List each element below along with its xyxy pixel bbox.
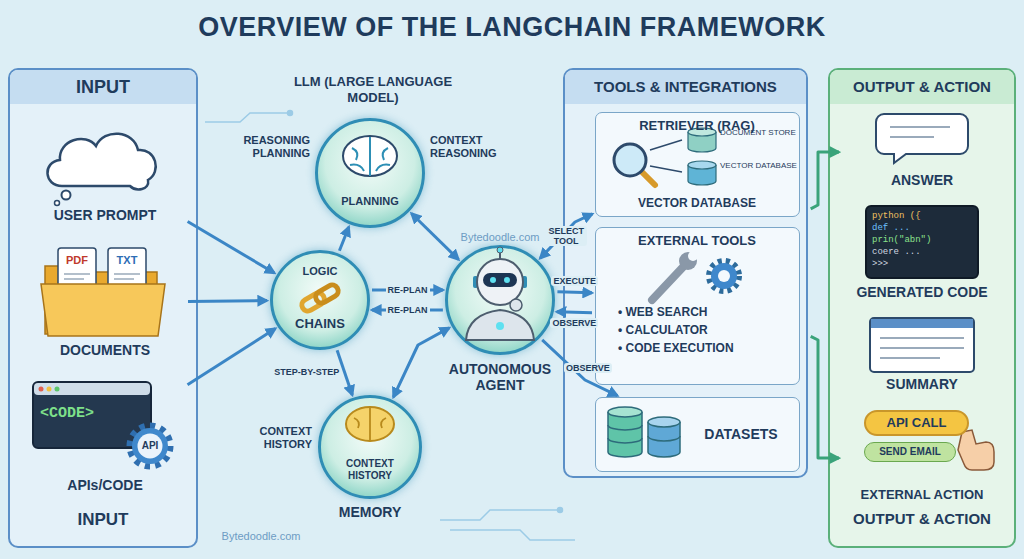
- code-line: >>>: [872, 259, 974, 269]
- file-type: PDF: [58, 254, 96, 267]
- node-label: PLANNING: [318, 195, 422, 208]
- icon-caption: DOCUMENT STORE: [720, 128, 798, 137]
- node-label: DOCUMENTS: [25, 342, 185, 358]
- edge-label: STEP-BY-STEP: [272, 367, 341, 377]
- gear-label: API: [135, 440, 165, 452]
- connector-arrow: [188, 222, 275, 274]
- code-line: def ...: [872, 223, 974, 233]
- node-label: CONTEXT HISTORY: [330, 458, 410, 481]
- edge-label: OBSERVE: [550, 318, 598, 328]
- code-line: prin("abn"): [872, 235, 974, 245]
- code-editor-icon: [866, 206, 978, 278]
- watermark: Bytedoodle.com: [206, 530, 316, 543]
- edge-label: RE-PLAN: [386, 285, 430, 295]
- code-tag: <CODE>: [40, 405, 140, 422]
- side-note: REASONING PLANNING: [238, 134, 310, 159]
- icon-caption: VECTOR DATABASE: [720, 161, 798, 170]
- action-button: API CALL: [864, 410, 969, 436]
- bullet-item: • CODE EXECUTION: [618, 342, 793, 356]
- panel-footer: OUTPUT & ACTION: [830, 510, 1014, 527]
- tool-box: EXTERNAL TOOLS • WEB SEARCH • CALCULATOR • …: [595, 227, 800, 385]
- memory-brain-icon: [346, 407, 394, 441]
- node-label: GENERATED CODE: [842, 284, 1002, 300]
- panel-footer: INPUT: [10, 510, 196, 530]
- bullet-item: • WEB SEARCH: [618, 306, 793, 320]
- connector-arrow: [393, 328, 449, 397]
- edge-label: OBSERVE: [564, 363, 612, 373]
- node-label: LOGIC: [273, 265, 367, 278]
- connector-arrow: [339, 227, 348, 251]
- node-heading: LLM (LARGE LANGUAGE MODEL): [288, 74, 458, 105]
- code-line: coere ...: [872, 247, 974, 257]
- side-note: CONTEXT HISTORY: [250, 425, 312, 450]
- node-label: MEMORY: [298, 504, 442, 520]
- action-button: SEND EMAIL: [864, 442, 956, 462]
- edge-label: EXECUTE: [551, 276, 598, 286]
- panel-header: INPUT: [10, 70, 196, 104]
- connector-arrow: [557, 312, 592, 313]
- node-label: APIs/CODE: [25, 477, 185, 493]
- node-label: EXTERNAL ACTION: [842, 488, 1002, 503]
- title: OVERVIEW OF THE LANGCHAIN FRAMEWORK: [0, 12, 1024, 43]
- document-window-icon: [870, 318, 974, 372]
- connector-arrow: [188, 299, 267, 303]
- side-note: CONTEXT REASONING: [430, 134, 510, 159]
- brain-icon: [343, 136, 397, 176]
- panel-header: OUTPUT & ACTION: [830, 70, 1014, 104]
- box-title: EXTERNAL TOOLS: [596, 234, 798, 249]
- file-type: TXT: [108, 254, 146, 267]
- node-label: SUMMARY: [842, 376, 1002, 392]
- node-label: DATASETS: [691, 426, 791, 442]
- node-label: CHAINS: [273, 317, 367, 332]
- edge-label: SELECT TOOL: [545, 226, 587, 247]
- connector-arrow: [412, 214, 459, 260]
- chains-circle: LOGIC CHAINS: [270, 250, 370, 350]
- node-label: ANSWER: [842, 172, 1002, 188]
- panel-header: TOOLS & INTEGRATIONS: [565, 70, 806, 104]
- node-label: USER PROMPT: [25, 207, 185, 223]
- bullet-item: • CALCULATOR: [618, 324, 793, 338]
- node-label: AUTONOMOUS AGENT: [440, 361, 560, 393]
- circuit-traces: [205, 111, 575, 541]
- watermark: Bytedoodle.com: [450, 231, 550, 244]
- edge-label: RE-PLAN: [386, 305, 430, 315]
- connector-arrow: [557, 292, 592, 293]
- connector-arrow: [188, 329, 276, 385]
- code-line: python ({: [872, 211, 974, 221]
- code-window-icon: [33, 382, 151, 448]
- node-label: VECTOR DATABASE: [596, 197, 798, 211]
